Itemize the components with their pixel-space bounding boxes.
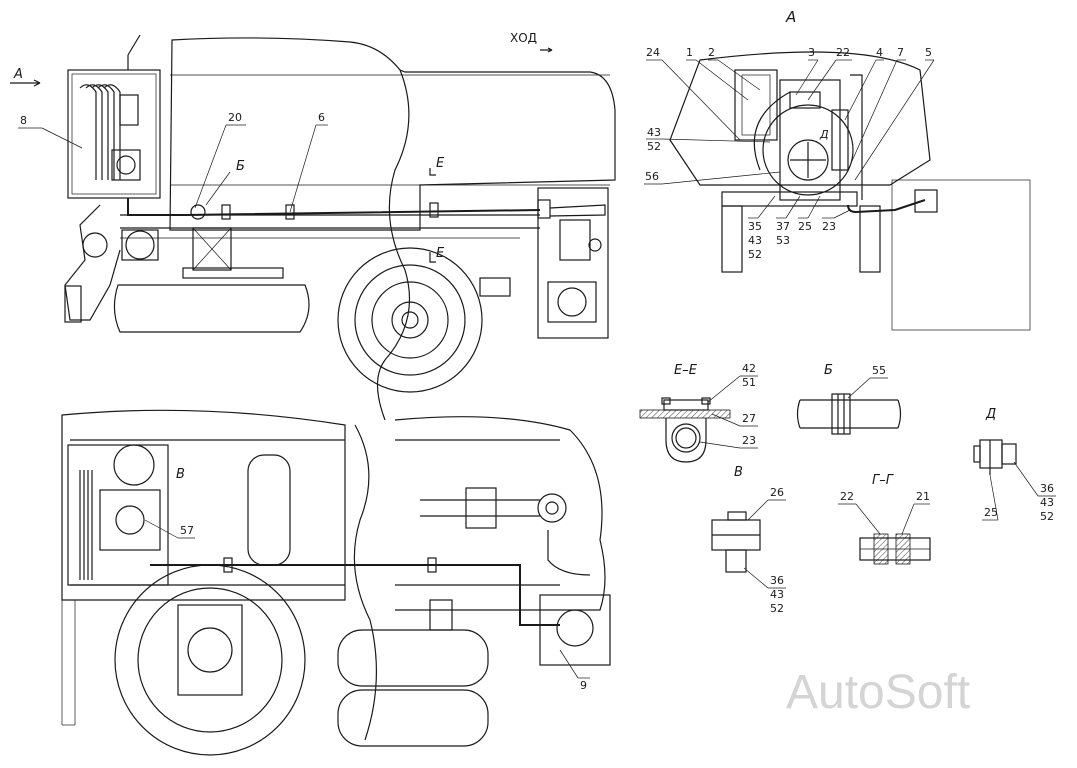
plan-view [61, 409, 611, 756]
callout-main-4: 9 [580, 679, 587, 692]
g-g-title: Г–Г [872, 473, 895, 488]
v-callouts: 26 36 43 52 [743, 486, 786, 615]
callout-v-2: 43 [770, 588, 784, 601]
detail-g-g [859, 533, 931, 565]
dual-wheel-1 [337, 629, 489, 687]
callout-a-10: 56 [645, 170, 659, 183]
callout-a-5: 4 [876, 46, 883, 59]
callout-b-0: 55 [872, 364, 886, 377]
callout-a-7: 5 [925, 46, 932, 59]
rear-wheel-top [337, 247, 483, 393]
callout-a-12: 43 [748, 234, 762, 247]
main-callouts: 8 20 6 57 9 [18, 111, 590, 692]
callout-a-15: 53 [776, 234, 790, 247]
d-callouts: 36 43 52 25 [982, 461, 1056, 523]
detail-b [796, 393, 902, 435]
callout-a-3: 3 [808, 46, 815, 59]
b-title: Б [824, 363, 833, 378]
v-title: В [734, 465, 743, 480]
section-e-bottom-label: Е [436, 246, 445, 261]
inset-box [891, 179, 1031, 331]
g-g-callouts: 22 21 [838, 490, 930, 535]
detail-v [711, 511, 761, 573]
detail-d [973, 439, 1017, 475]
direction-label: ХОД [510, 31, 537, 45]
callout-ee-2: 27 [742, 412, 756, 425]
callout-a-8: 43 [647, 126, 661, 139]
view-a-callouts: 24 1 2 3 22 4 7 5 43 52 56 35 43 52 37 5… [644, 46, 935, 261]
dual-wheel-2 [337, 689, 489, 747]
pump-circle [762, 104, 854, 196]
callout-d-1: 43 [1040, 496, 1054, 509]
view-a-title: А [785, 8, 796, 26]
callout-gg-0: 22 [840, 490, 854, 503]
callout-a-2: 2 [708, 46, 715, 59]
filter-body [734, 69, 778, 141]
callout-ee-3: 23 [742, 434, 756, 447]
callout-d-0: 36 [1040, 482, 1054, 495]
air-tank-top [113, 284, 310, 333]
detail-e-e [639, 397, 731, 463]
view-a-arrow-label: А [13, 67, 23, 82]
air-tank-plan [247, 454, 291, 566]
b-main-label: Б [236, 159, 245, 174]
callout-d-3: 25 [984, 506, 998, 519]
direction-arrow-icon [540, 47, 553, 53]
pipeline-6 [127, 198, 541, 216]
callout-gg-1: 21 [916, 490, 930, 503]
front-wheel-plan [114, 564, 306, 756]
callout-a-0: 24 [646, 46, 660, 59]
callout-main-1: 20 [228, 111, 242, 124]
d-title: Д [985, 407, 996, 422]
callout-a-6: 7 [897, 46, 904, 59]
side-view [64, 34, 616, 421]
e-e-title: Е–Е [674, 363, 698, 378]
callout-a-13: 52 [748, 248, 762, 261]
section-e-top-label: Е [436, 156, 445, 171]
callout-a-9: 52 [647, 140, 661, 153]
callout-v-0: 26 [770, 486, 784, 499]
hose-reel-cabinet [67, 69, 161, 199]
callout-ee-0: 42 [742, 362, 756, 375]
callout-main-3: 57 [180, 524, 194, 537]
callout-main-0: 8 [20, 114, 27, 127]
v-main-label: В [176, 467, 185, 482]
callout-a-17: 23 [822, 220, 836, 233]
e-e-callouts: 42 51 27 23 [699, 362, 758, 449]
watermark-text: AutoSoft [786, 666, 970, 719]
pump-unit-top [537, 187, 609, 339]
break-line-top [376, 69, 411, 421]
callout-a-14: 37 [776, 220, 790, 233]
break-line-bottom [353, 424, 378, 741]
d-small-label: Д [819, 128, 829, 141]
callout-v-3: 52 [770, 602, 784, 615]
hose-reel-coils [79, 84, 121, 180]
view-a [669, 51, 1031, 331]
callout-d-2: 52 [1040, 510, 1054, 523]
fan-blades [79, 470, 93, 580]
callout-a-4: 22 [836, 46, 850, 59]
callout-ee-1: 51 [742, 376, 756, 389]
callout-v-1: 36 [770, 574, 784, 587]
callout-main-2: 6 [318, 111, 325, 124]
callout-a-1: 1 [686, 46, 693, 59]
callout-a-11: 35 [748, 220, 762, 233]
view-a-arrow-icon [10, 79, 41, 87]
callout-a-16: 25 [798, 220, 812, 233]
